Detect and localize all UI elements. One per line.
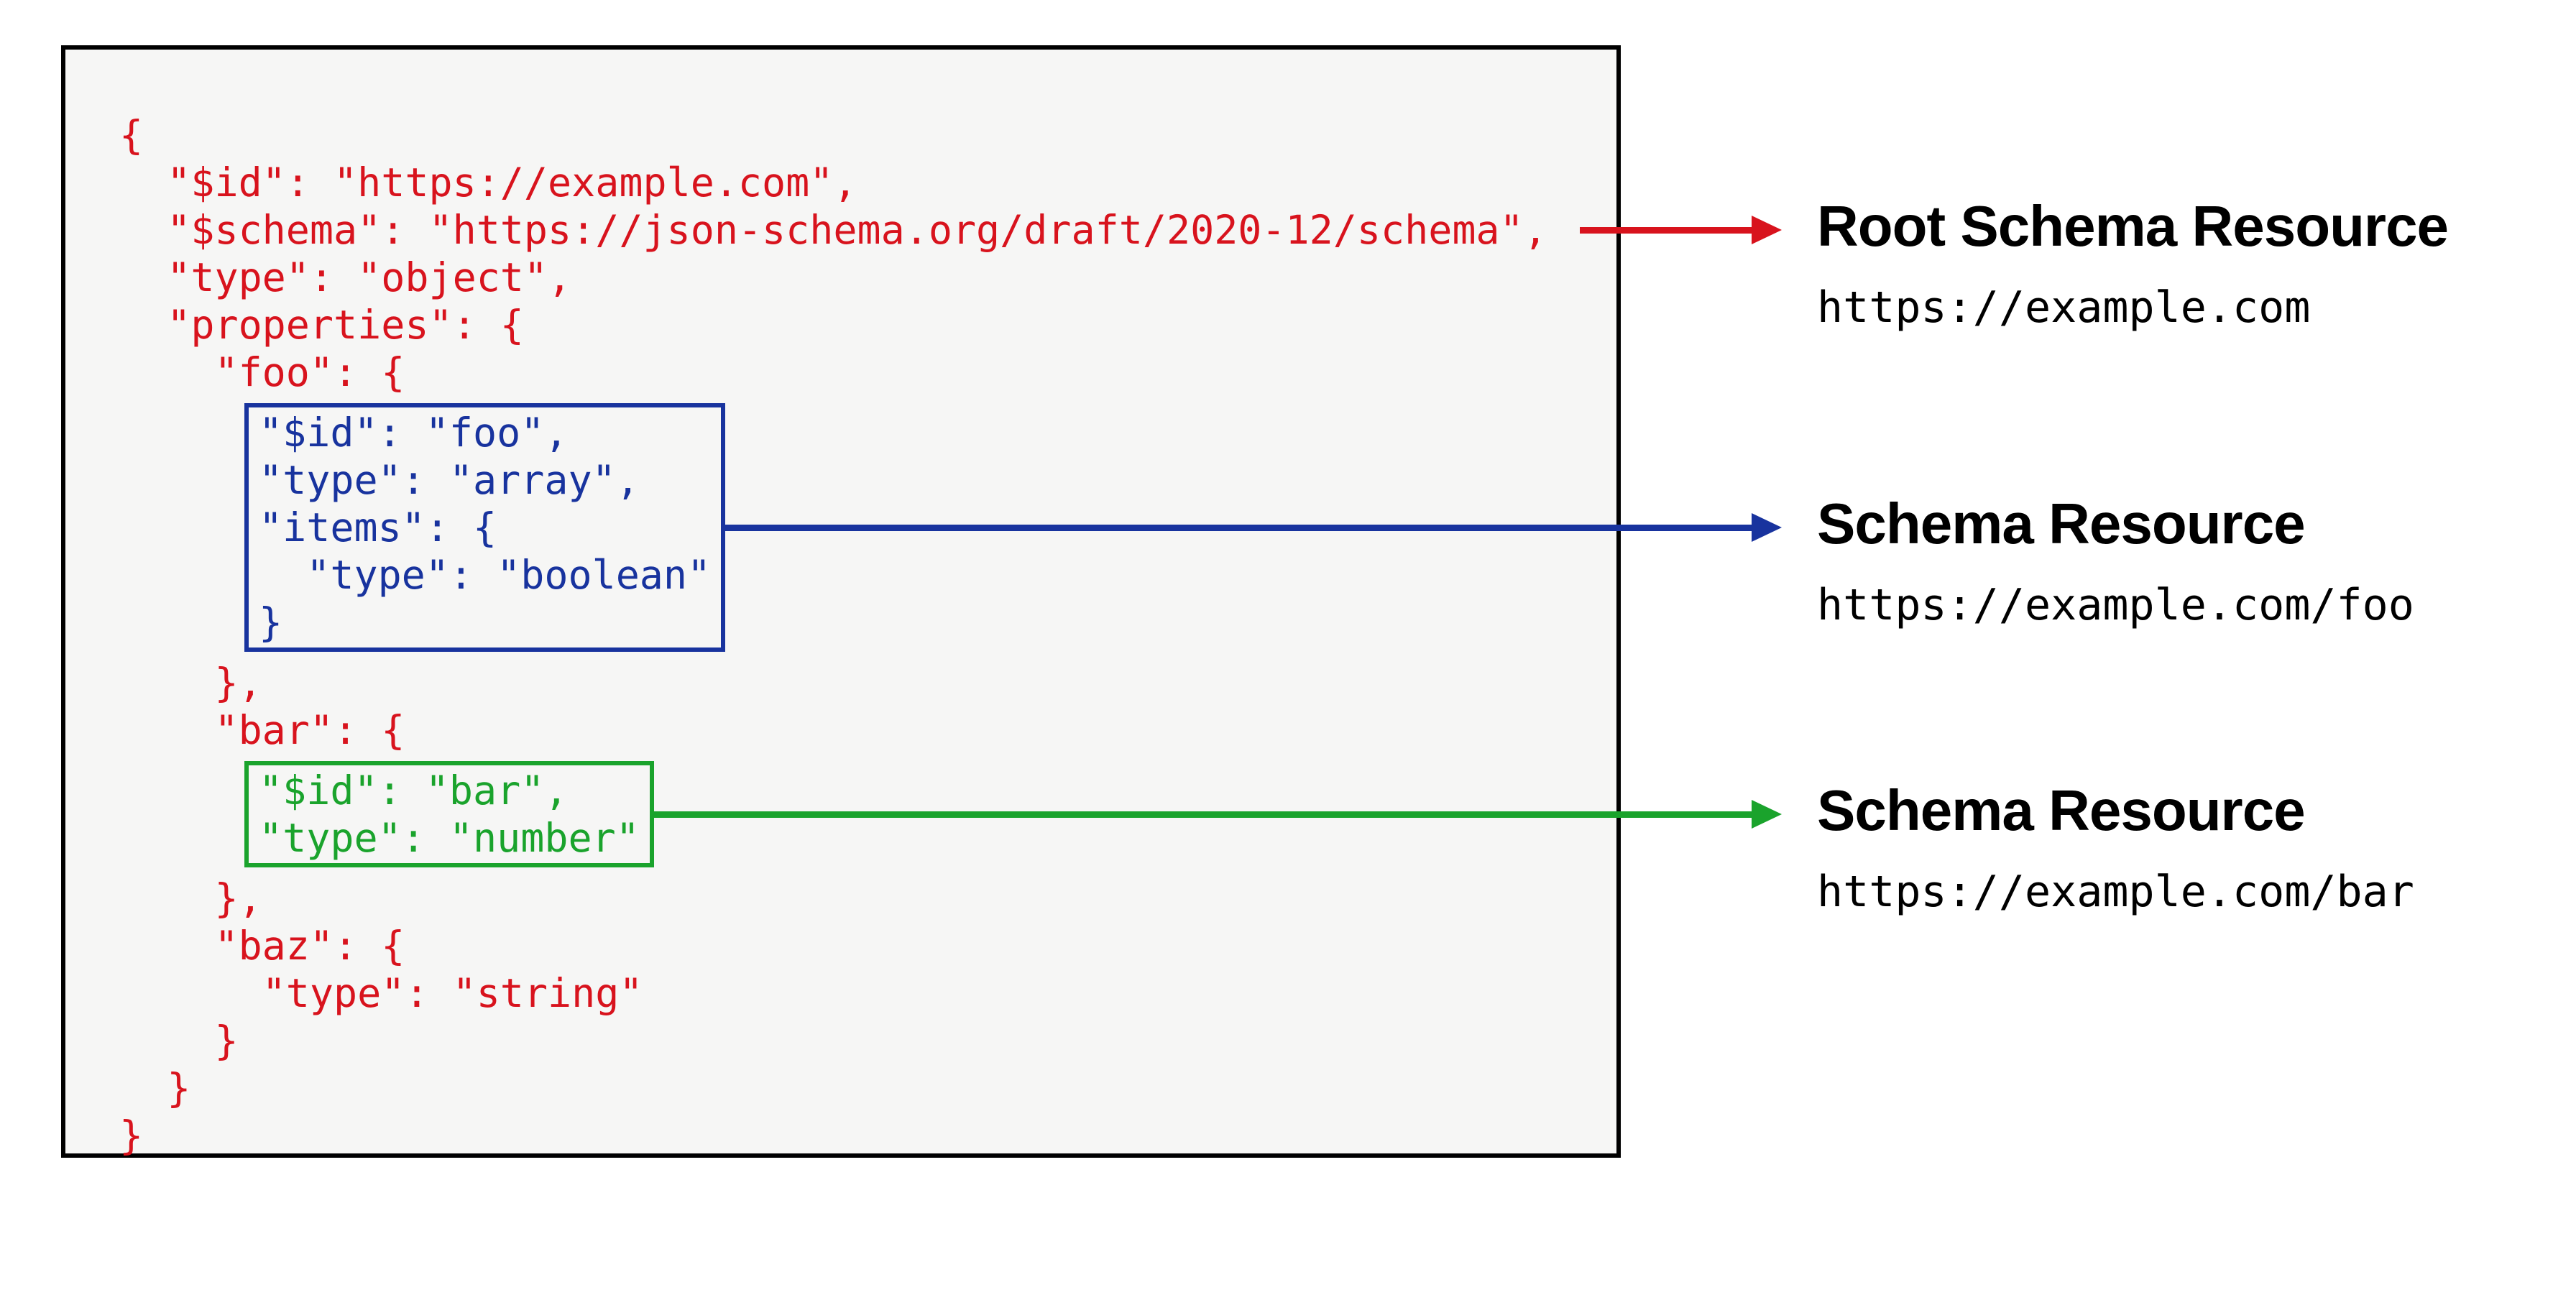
root-schema-annotation-url: https://example.com — [1817, 282, 2311, 333]
arrow-head-icon — [1752, 216, 1782, 244]
foo-schema-annotation-title: Schema Resource — [1817, 492, 2306, 556]
json-code: { "$id": "https://example.com", "$schema… — [119, 112, 1547, 1158]
arrow-shaft — [725, 525, 1752, 531]
foo-schema-annotation-url: https://example.com/foo — [1817, 580, 2414, 630]
root-schema-annotation-title: Root Schema Resource — [1817, 194, 2449, 258]
json-schema-code-panel — [61, 45, 1621, 1158]
bar-schema-resource-box: "$id": "bar", "type": "number" — [244, 761, 654, 867]
arrow-head-icon — [1752, 800, 1782, 829]
bar-schema-annotation-url: https://example.com/bar — [1817, 867, 2414, 917]
foo-schema-resource-box: "$id": "foo", "type": "array", "items": … — [244, 403, 726, 652]
arrow-head-icon — [1752, 513, 1782, 542]
arrow-shaft — [654, 811, 1752, 818]
bar-schema-annotation-title: Schema Resource — [1817, 778, 2306, 842]
arrow-shaft — [1580, 227, 1752, 234]
